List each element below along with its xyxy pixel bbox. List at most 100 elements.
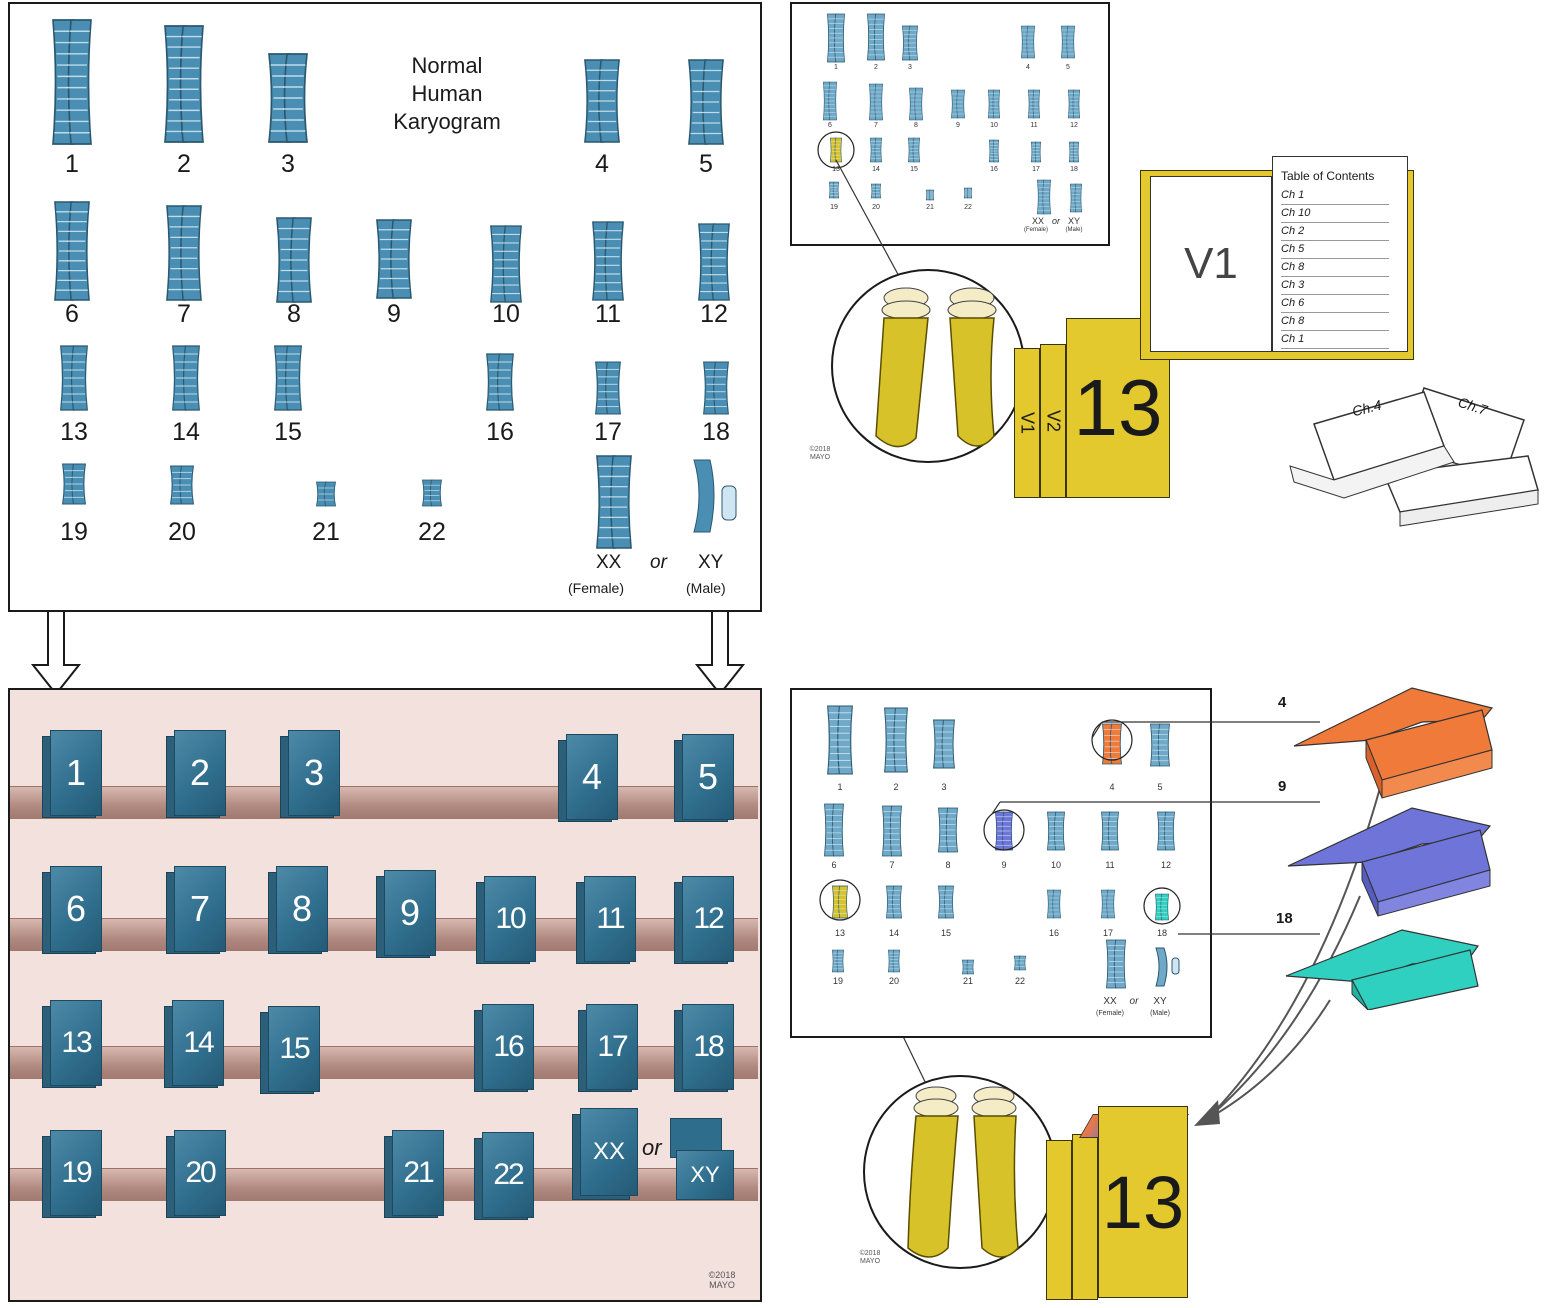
mini1-svg-chromosome-10 [987, 89, 1001, 119]
mini-bottom-female: (Female) [1095, 1010, 1124, 1017]
book-13-spine-v2-label: V2 [1043, 409, 1064, 433]
yellow-chromosome-right [947, 287, 997, 447]
karyogram-title: Normal Human Karyogram [392, 52, 502, 136]
book-14: 14 [164, 1000, 224, 1088]
mini1-svg-chromosome-22 [963, 187, 973, 199]
karyogram-title-line-3: Karyogram [393, 109, 501, 134]
mini2-svg-chromosome-14 [886, 885, 902, 919]
chromosome-14 [172, 345, 200, 411]
mini2-svg-chromosome-13 [832, 885, 848, 919]
chromosome-17 [595, 361, 621, 415]
mini-karyogram-bottom-chromosomes [819, 705, 1181, 989]
mini1-svg-label-6: 6 [828, 122, 832, 129]
mini2-svg-label-15: 15 [940, 928, 951, 938]
book-2: 2 [166, 730, 226, 818]
mini2-svg-label-22: 22 [1014, 976, 1025, 986]
mini2-svg-label-10: 10 [1050, 860, 1061, 870]
chapter-booklets [1289, 387, 1539, 527]
mini1-svg-chromosome-1 [827, 13, 845, 63]
chromosome-9 [376, 219, 412, 299]
mini1-svg-label-15: 15 [910, 166, 918, 173]
chromosome-label-14: 14 [172, 418, 200, 446]
mini-bottom-sex-or: or [1129, 996, 1139, 1007]
book-label-6: 6 [50, 866, 102, 952]
chromosome-label-15: 15 [274, 418, 302, 446]
chromosome-label-11: 11 [595, 300, 621, 328]
open-book-label: V1 [1184, 239, 1238, 288]
toc-entry: Ch 5 [1281, 241, 1389, 259]
book-label-1: 1 [50, 730, 102, 816]
mini1-svg-label-18: 18 [1070, 166, 1078, 173]
mini1-svg-chromosome-8 [909, 87, 923, 121]
karyogram-sex-xx: XX [596, 552, 622, 573]
magnifier-bottom [863, 1075, 1057, 1269]
mini1-svg-chromosome-13 [829, 137, 843, 163]
chromosome-10 [490, 225, 522, 303]
chromosome-label-5: 5 [699, 150, 713, 178]
mini1-svg-label-19: 19 [830, 204, 838, 211]
book-9: 9 [376, 870, 436, 958]
mini2-svg-label-21: 21 [962, 976, 973, 986]
mini1-svg-label-7: 7 [874, 122, 878, 129]
chromosome-label-17: 17 [594, 418, 622, 446]
mini2-svg-chromosome-5 [1150, 723, 1170, 767]
chromosome-label-6: 6 [65, 300, 79, 328]
chromosome-21 [315, 481, 337, 507]
mini2-svg-label-12: 12 [1160, 860, 1171, 870]
mini2-svg-label-13: 13 [834, 928, 845, 938]
chromosome-20 [170, 465, 194, 505]
karyogram-female: (Female) [568, 580, 625, 596]
mini1-svg-label-21: 21 [926, 204, 934, 211]
book-xx-label: XX [580, 1108, 638, 1196]
mini2-svg-chromosome-12 [1157, 811, 1175, 851]
mini2-svg-label-20: 20 [888, 976, 899, 986]
book-13-bottom-number: 13 [1101, 1160, 1185, 1244]
karyogram-male: (Male) [686, 580, 726, 596]
karyogram-chromosomes [52, 19, 737, 549]
mini2-svg-label-2: 2 [893, 782, 899, 792]
mini2-svg-label-11: 11 [1105, 860, 1115, 870]
book-22: 22 [474, 1132, 534, 1220]
karyogram-title-line-2: Human [411, 81, 483, 106]
karyogram-sex-xy: XY [698, 552, 724, 573]
mini1-chromosome-xy [1069, 183, 1083, 213]
book-12: 12 [674, 876, 734, 964]
chromosome-label-21: 21 [312, 518, 340, 546]
chromosome-22 [421, 479, 443, 507]
toc-entry: Ch 3 [1281, 277, 1389, 295]
yellow-chromosome-left [875, 287, 931, 448]
mini2-chromosome-xy [1155, 947, 1180, 987]
chromosome-18 [703, 361, 729, 415]
mini2-svg-chromosome-3 [933, 719, 955, 769]
mini1-svg-chromosome-4 [1021, 25, 1035, 59]
chromosome-6 [54, 201, 90, 301]
mini1-svg-chromosome-7 [869, 83, 883, 121]
mini2-svg-chromosome-8 [938, 807, 958, 853]
book-label-15: 15 [268, 1006, 320, 1092]
chromosome-3 [268, 53, 308, 143]
toc-entry: Ch 8 [1281, 259, 1389, 277]
book-15: 15 [260, 1006, 320, 1094]
mini2-svg-label-19: 19 [832, 976, 843, 986]
chromosome-2 [164, 25, 204, 143]
mini1-svg-chromosome-14 [869, 137, 883, 163]
book-label-2: 2 [174, 730, 226, 816]
book-label-9: 9 [384, 870, 436, 956]
book-13-top-number: 13 [1073, 363, 1163, 452]
mini2-svg-label-14: 14 [888, 928, 899, 938]
down-arrow-left [30, 612, 82, 696]
book-label-8: 8 [276, 866, 328, 952]
mini1-svg-label-13: 13 [832, 166, 840, 173]
mini2-svg-label-3: 3 [941, 782, 947, 792]
bookshelf-or: or [642, 1135, 662, 1160]
toc-entry: Ch 1 [1281, 187, 1389, 205]
mini1-svg-chromosome-6 [823, 81, 837, 121]
chromosome-19 [62, 463, 86, 505]
mini1-svg-label-9: 9 [956, 122, 960, 129]
chromosome-label-13: 13 [60, 418, 88, 446]
